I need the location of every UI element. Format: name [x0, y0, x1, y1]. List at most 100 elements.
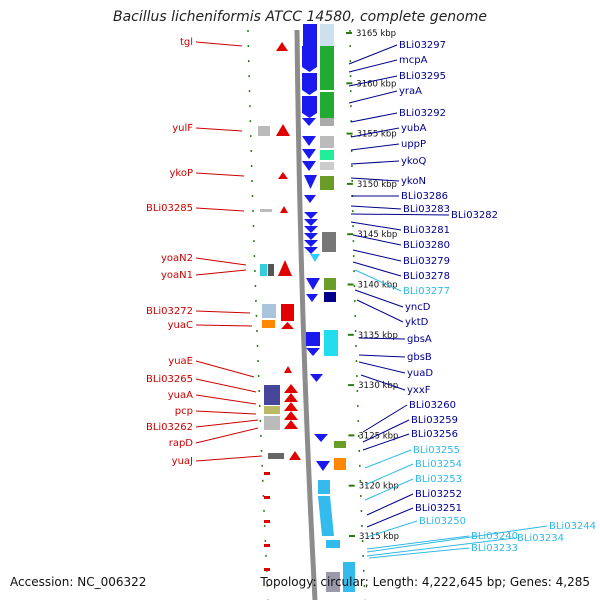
gene-arrow — [280, 206, 288, 213]
gene-arrow — [276, 124, 290, 136]
right-gene-label: BLi03254 — [415, 459, 462, 470]
right-leader-line — [354, 269, 402, 292]
right-gene-label: yuaD — [407, 368, 433, 379]
gene-arrow — [304, 195, 316, 203]
gene-block — [318, 496, 334, 536]
left-leader-line — [195, 207, 245, 212]
gene-box — [262, 320, 275, 328]
gene-box — [322, 232, 336, 252]
right-gene-label: yncD — [405, 302, 431, 313]
left-leader-line — [195, 360, 255, 378]
gene-box — [264, 472, 270, 475]
gene-arrow — [316, 461, 330, 471]
left-gene-label: BLi03272 — [146, 306, 193, 317]
scale-tick-label: 3130 kbp — [358, 381, 398, 391]
gene-arrow — [310, 254, 320, 262]
right-gene-label: uppP — [401, 139, 426, 150]
scale-tick-label: 3125 kbp — [358, 431, 398, 441]
gene-arrow — [284, 384, 298, 393]
right-gene-label: BLi03260 — [409, 400, 456, 411]
gene-arrow — [304, 247, 318, 254]
left-gene-label: yoaN1 — [161, 270, 193, 281]
right-gene-label: BLi03279 — [403, 256, 450, 267]
right-gene-label: yktD — [405, 317, 429, 328]
left-leader-line — [195, 378, 257, 393]
left-gene-label: yuaJ — [172, 456, 193, 467]
right-leader-line — [368, 547, 470, 559]
scale-tick-label: 3155 kbp — [357, 130, 397, 140]
right-gene-label: gbsB — [407, 352, 432, 363]
right-leader-line — [354, 289, 404, 308]
gene-box — [264, 416, 280, 430]
right-label-layer: BLi03297mcpABLi03295yraABLi03292yubAuppP… — [348, 40, 596, 559]
gene-box — [320, 176, 334, 190]
right-gene-label: BLi03282 — [451, 210, 498, 221]
right-gene-label: BLi03250 — [419, 516, 466, 527]
gene-arrow — [304, 240, 318, 247]
gene-box — [258, 126, 270, 136]
gene-box — [264, 406, 280, 414]
right-leader-line — [358, 354, 406, 358]
gene-arrow — [281, 322, 294, 329]
gene-arrow — [289, 451, 301, 460]
genome-backbone — [294, 29, 318, 600]
scale-tick-label: 3115 kbp — [359, 532, 399, 542]
gene-arrow — [276, 42, 288, 51]
right-leader-line — [366, 535, 470, 550]
right-leader-line — [348, 59, 398, 73]
right-leader-line — [350, 213, 450, 216]
right-leader-line — [350, 112, 398, 123]
right-gene-label: ykoN — [401, 176, 426, 187]
left-gene-label: BLi03285 — [146, 203, 193, 214]
left-leader-line — [195, 410, 257, 415]
gene-box — [320, 92, 334, 118]
left-leader-line — [195, 172, 245, 177]
right-gene-label: BLi03277 — [403, 286, 450, 297]
scale-tick-label: 3145 kbp — [357, 230, 397, 240]
right-gene-label: BLi03295 — [399, 71, 446, 82]
right-leader-line — [358, 337, 406, 340]
left-leader-line — [195, 41, 243, 47]
right-leader-line — [358, 361, 406, 374]
right-leader-line — [366, 507, 414, 528]
left-gene-label: yuaC — [168, 320, 193, 331]
gene-arrow — [278, 260, 292, 276]
right-gene-label: BLi03259 — [411, 415, 458, 426]
left-leader-line — [195, 127, 243, 132]
left-leader-line — [195, 257, 247, 266]
right-gene-label: BLi03251 — [415, 503, 462, 514]
right-gene-label: BLi03292 — [399, 108, 446, 119]
right-leader-line — [364, 449, 412, 469]
gene-arrow — [314, 434, 328, 442]
left-leader-line — [195, 324, 253, 327]
gene-box — [320, 150, 334, 160]
gene-arrow — [306, 278, 320, 290]
right-gene-label: BLi03233 — [471, 543, 518, 554]
right-leader-line — [366, 520, 418, 538]
accession-text: Accession: NC_006322 — [10, 575, 147, 589]
gene-arrow — [302, 149, 316, 159]
map-title: Bacillus licheniformis ATCC 14580, compl… — [113, 9, 487, 25]
gene-box — [320, 24, 334, 46]
right-gene-label: BLi03280 — [403, 240, 450, 251]
right-leader-line — [350, 143, 400, 151]
left-leader-line — [195, 455, 263, 462]
right-leader-line — [350, 127, 400, 138]
right-leader-line — [348, 75, 398, 87]
gene-block — [302, 96, 317, 118]
right-leader-line — [356, 299, 404, 323]
gene-arrow — [302, 118, 316, 126]
gene-arrow — [284, 393, 298, 402]
right-gene-label: mcpA — [399, 55, 428, 66]
gene-arrow — [310, 374, 323, 382]
right-gene-label: BLi03278 — [403, 271, 450, 282]
left-gene-label: yoaN2 — [161, 253, 193, 264]
scale-tick-label: 3150 kbp — [357, 180, 397, 190]
gene-box — [264, 568, 270, 571]
right-leader-line — [364, 463, 414, 486]
gene-arrow — [304, 175, 317, 189]
gene-box — [264, 544, 270, 547]
gene-arrow — [284, 366, 292, 373]
